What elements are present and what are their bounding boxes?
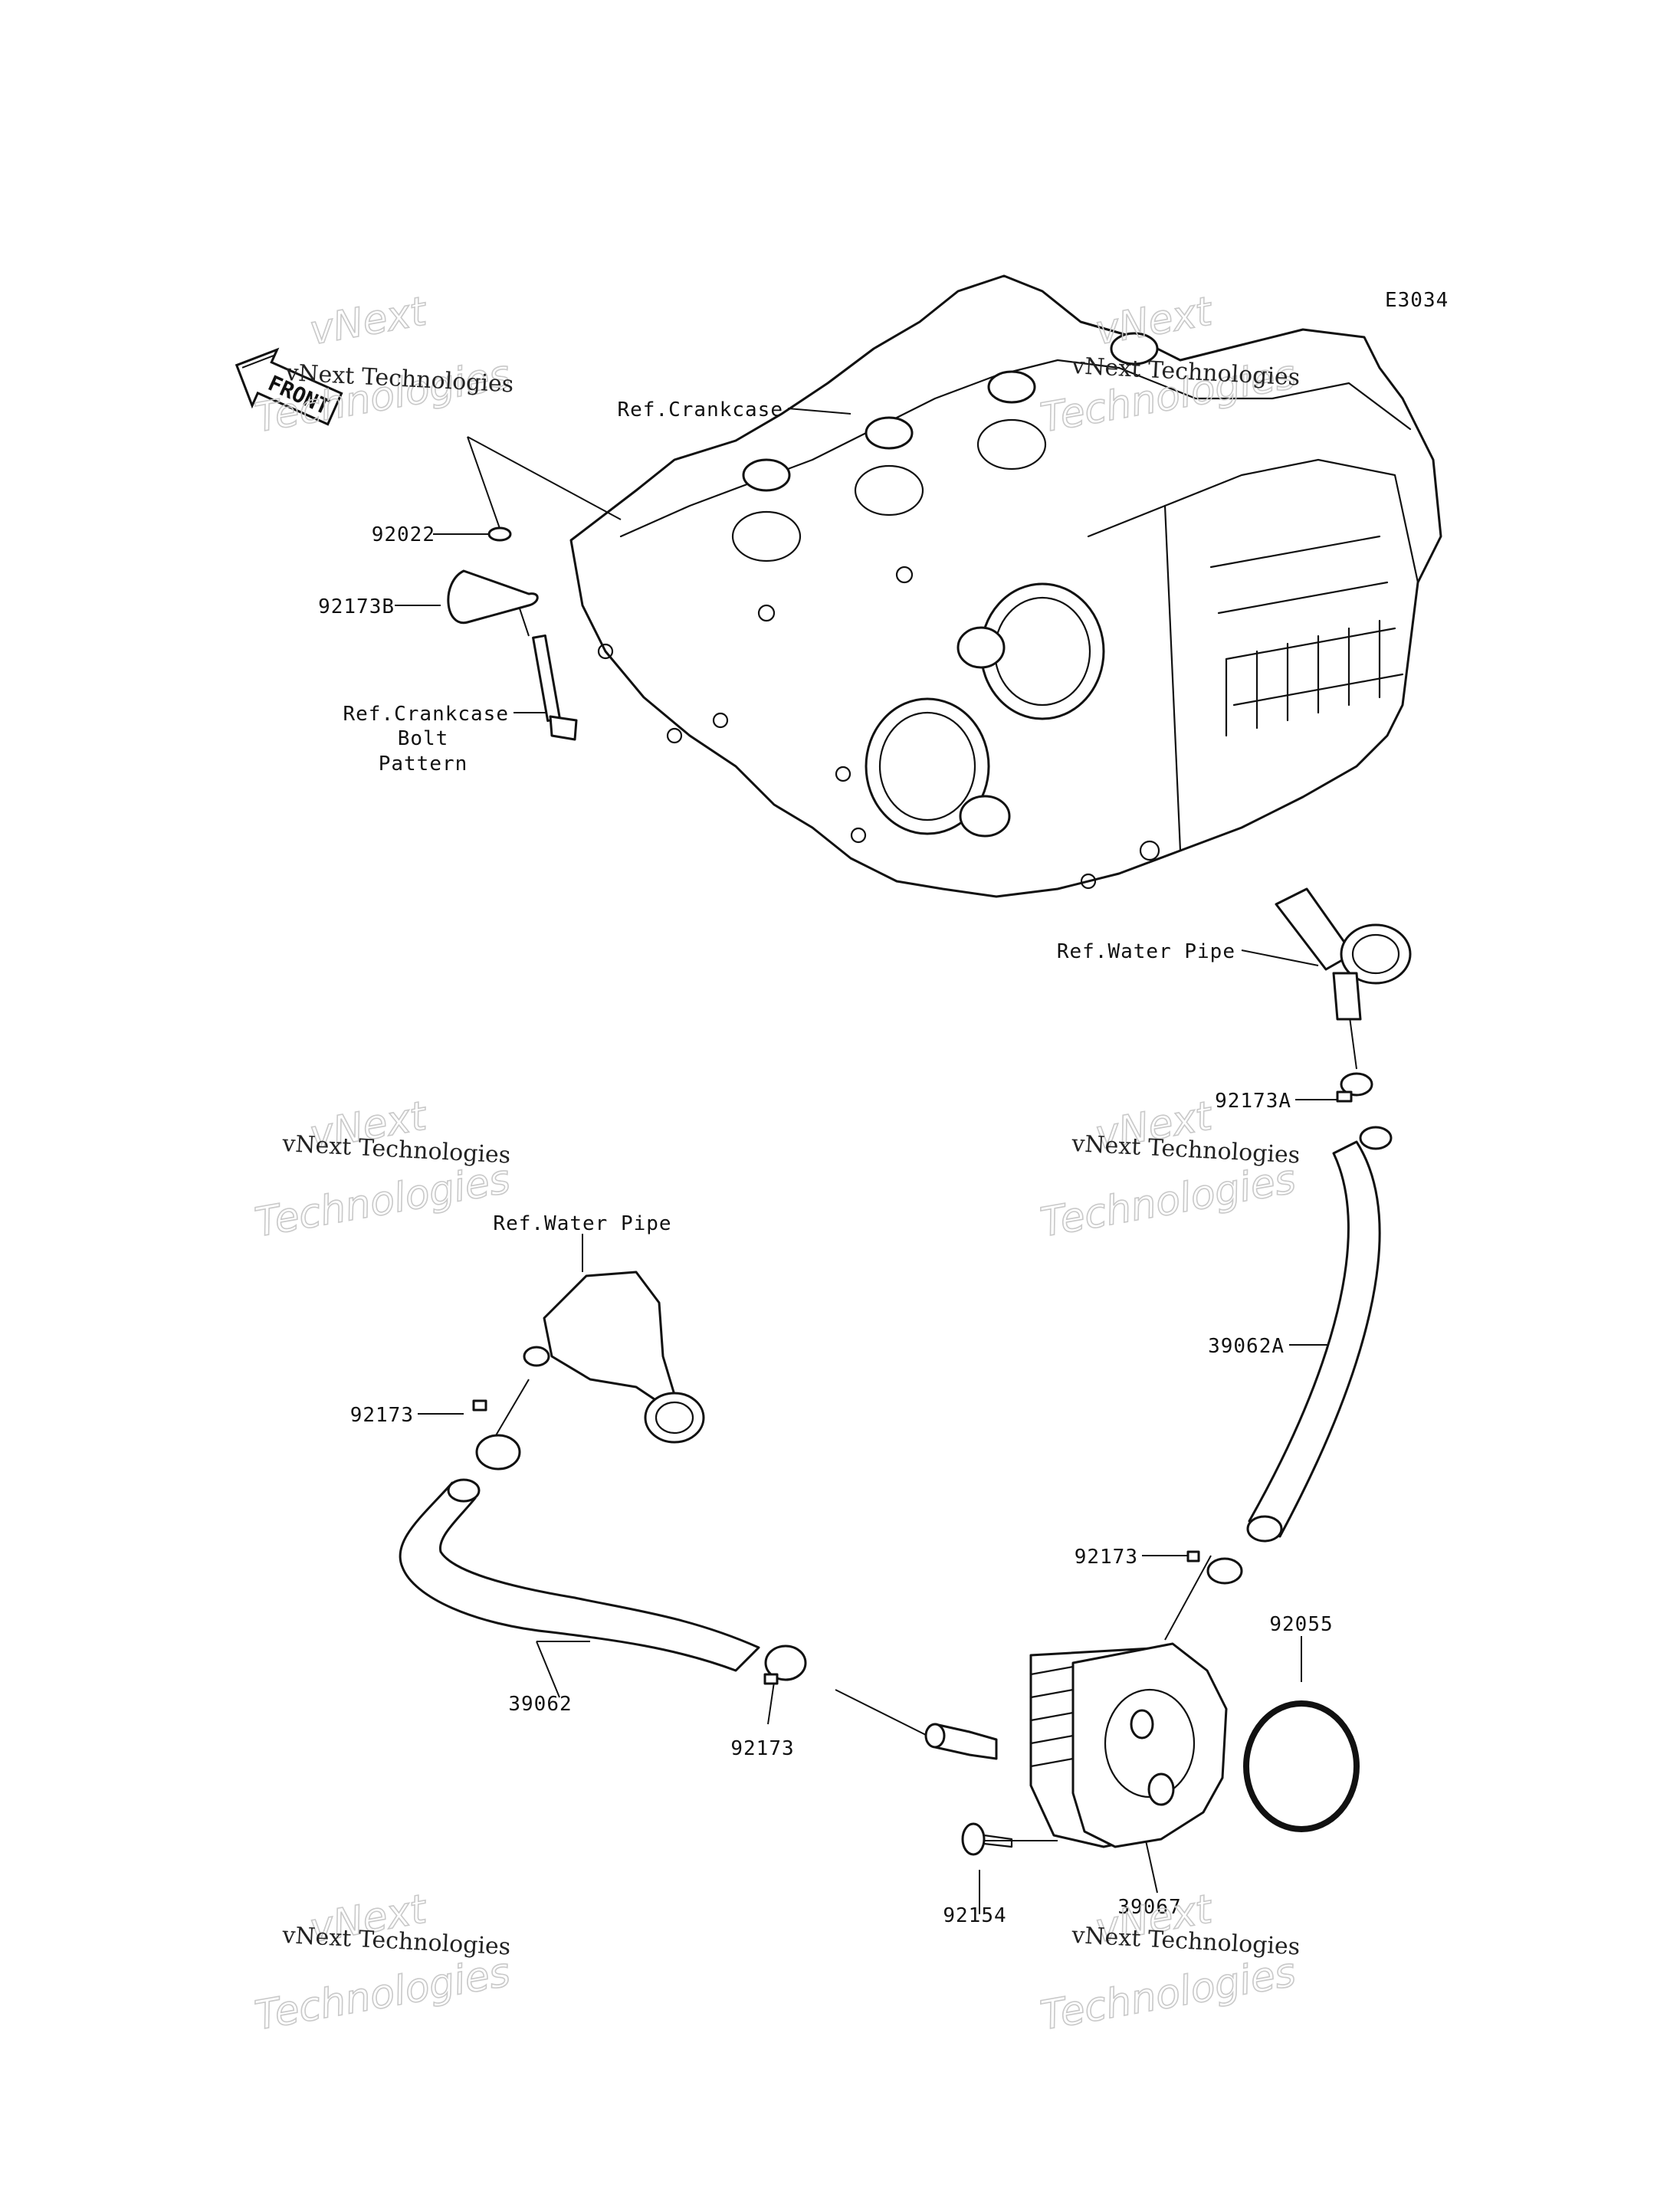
washer-92022 xyxy=(487,526,512,542)
watermark-vnext: vNext xyxy=(1092,288,1217,354)
watermark-technologies: Technologies xyxy=(1037,1949,1299,2040)
clamp-92173-left xyxy=(472,1399,521,1471)
label-39067: 39067 xyxy=(1117,1896,1181,1919)
clamp-92173-mid xyxy=(763,1644,807,1685)
watermark-technologies: Technologies xyxy=(1037,1156,1299,1247)
watermark-text: vNext Technologies xyxy=(281,1130,511,1169)
label-ref-crankcase-bolt-3: Pattern xyxy=(379,753,468,776)
diagram-code: E3034 xyxy=(1385,289,1449,312)
label-92173-right: 92173 xyxy=(1075,1546,1138,1569)
watermark-text: vNext Technologies xyxy=(281,1922,511,1961)
watermark-technologies: Technologies xyxy=(251,1949,514,2040)
clamp-92173-right xyxy=(1186,1550,1243,1585)
crankcase-illustration xyxy=(569,274,1442,898)
label-92173A: 92173A xyxy=(1215,1090,1291,1113)
watermark-vnext: vNext xyxy=(307,288,431,354)
leader-lines xyxy=(395,408,1357,1914)
oil-cooler-39067 xyxy=(924,1642,1228,1848)
label-39062: 39062 xyxy=(508,1693,572,1716)
label-ref-crankcase-bolt-1: Ref.Crankcase xyxy=(343,703,510,726)
hose-39062A xyxy=(1246,1126,1393,1543)
label-92022: 92022 xyxy=(372,523,435,546)
clamp-92173A xyxy=(1336,1072,1373,1103)
label-39062A: 39062A xyxy=(1208,1335,1285,1358)
label-ref-crankcase-bolt-2: Bolt xyxy=(398,727,449,750)
hose-39062 xyxy=(399,1478,760,1672)
oring-92055 xyxy=(1243,1700,1360,1832)
watermark-text: vNext Technologies xyxy=(1071,1130,1301,1169)
label-92154: 92154 xyxy=(943,1904,1006,1927)
water-pipe-right xyxy=(1275,887,1412,1021)
crankcase-bolt xyxy=(532,634,578,741)
label-92173-left: 92173 xyxy=(350,1404,414,1427)
bracket-92173B xyxy=(447,569,539,625)
label-ref-water-pipe-left: Ref.Water Pipe xyxy=(493,1212,671,1235)
bolt-92154 xyxy=(961,1822,1013,1856)
watermark-text: vNext Technologies xyxy=(1071,1922,1301,1961)
watermark-top-left: vNext Technologies xyxy=(251,288,514,443)
label-92173-mid: 92173 xyxy=(730,1737,794,1760)
label-ref-crankcase: Ref.Crankcase xyxy=(618,398,784,421)
watermark-technologies: Technologies xyxy=(251,1156,514,1247)
label-92055: 92055 xyxy=(1269,1613,1333,1636)
label-ref-water-pipe-right: Ref.Water Pipe xyxy=(1057,940,1235,963)
label-92173B: 92173B xyxy=(318,595,395,618)
water-pipe-left xyxy=(523,1271,705,1444)
